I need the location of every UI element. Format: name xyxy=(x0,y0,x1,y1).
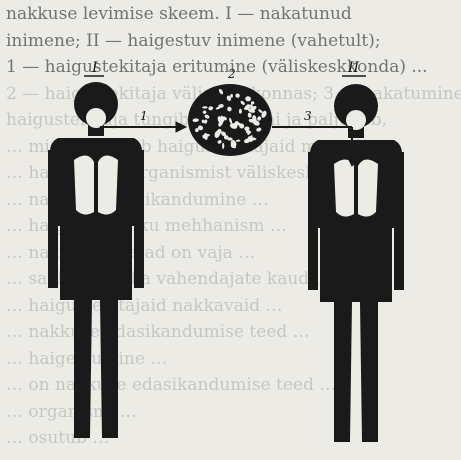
germ-speck xyxy=(202,106,207,108)
label-step-1: 1 xyxy=(140,109,148,123)
label-person-right: II xyxy=(347,60,360,76)
label-step-3: 3 xyxy=(304,109,312,123)
germ-speck xyxy=(222,143,224,149)
pathogen-cloud xyxy=(188,84,272,156)
person-left-silhouette xyxy=(48,82,144,438)
person-right-silhouette xyxy=(308,84,404,442)
label-person-left: I xyxy=(91,60,98,76)
arrow-exit xyxy=(100,122,186,132)
label-step-2: 2 xyxy=(227,67,236,81)
